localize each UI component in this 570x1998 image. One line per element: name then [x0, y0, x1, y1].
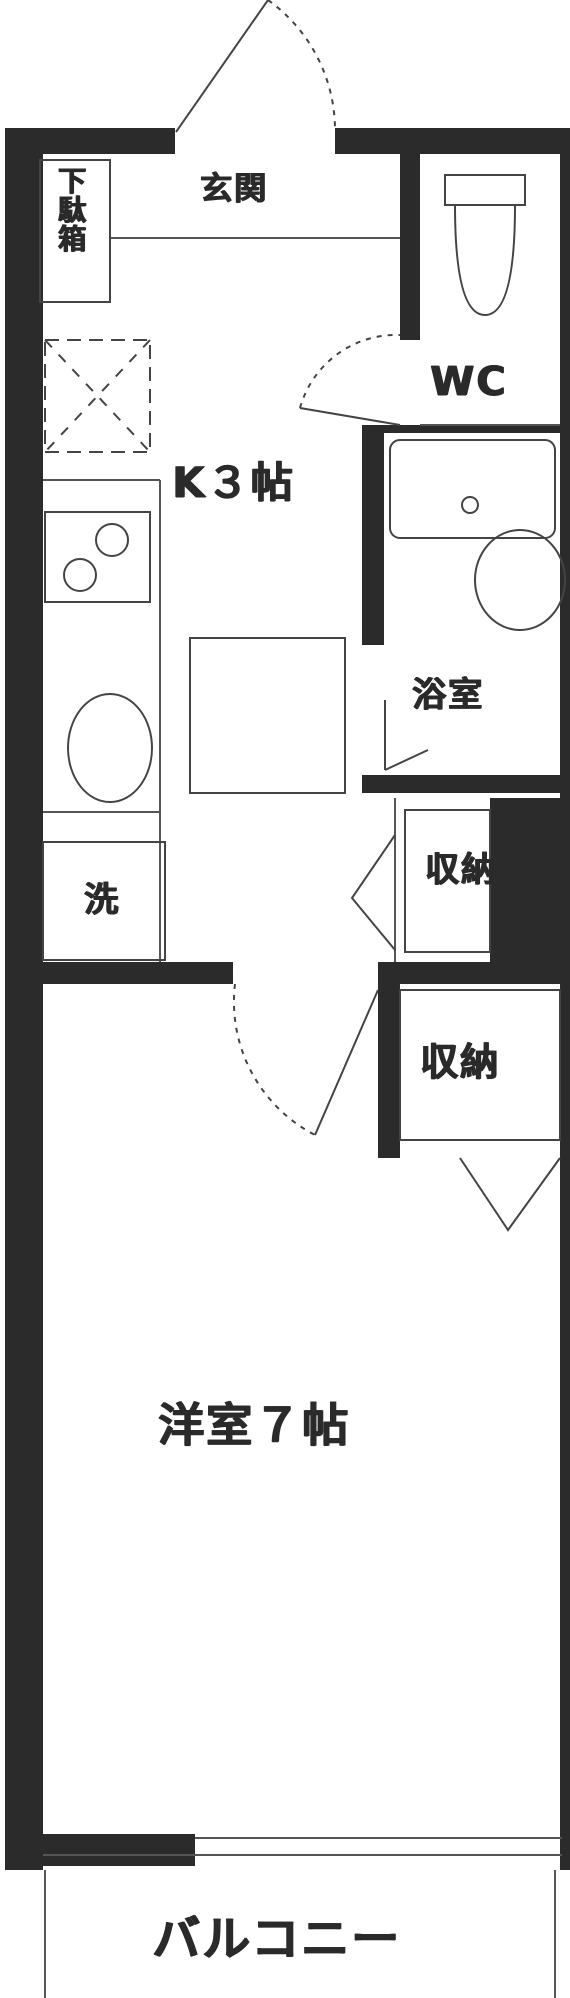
- refrigerator-space: [44, 339, 151, 453]
- storage-upper-label: 収納: [425, 850, 497, 890]
- kitchen-label: K３帖: [172, 458, 295, 507]
- western-room-label: 洋室７帖: [158, 1398, 350, 1452]
- stove: [44, 511, 151, 603]
- burner-icon: [63, 558, 97, 592]
- storage-upper-outline: [404, 809, 491, 953]
- entrance-label: 玄関: [200, 169, 269, 207]
- shoe-box-label: 下駄箱: [54, 166, 87, 253]
- door-swings: [175, 0, 561, 1232]
- burner-icon: [95, 523, 129, 557]
- washing-machine-area: [42, 841, 166, 961]
- laundry-label: 洗: [84, 880, 120, 920]
- partition-lines: [43, 237, 562, 1998]
- shoe-cabinet: [39, 159, 111, 303]
- storage-lower-outline: [399, 989, 561, 1141]
- fixtures: [39, 159, 566, 1141]
- interior-walls: [43, 150, 562, 1158]
- sink: [67, 693, 153, 803]
- wash-basin: [474, 529, 566, 631]
- storage-lower-label: 収納: [420, 1040, 501, 1084]
- bathtub: [389, 439, 556, 539]
- exterior-walls: [5, 128, 570, 1870]
- wc-label: WC: [430, 359, 508, 405]
- balcony-label: バルコニー: [152, 1911, 402, 1967]
- toilet-icon: [444, 174, 526, 317]
- bath-label: 浴室: [412, 675, 484, 715]
